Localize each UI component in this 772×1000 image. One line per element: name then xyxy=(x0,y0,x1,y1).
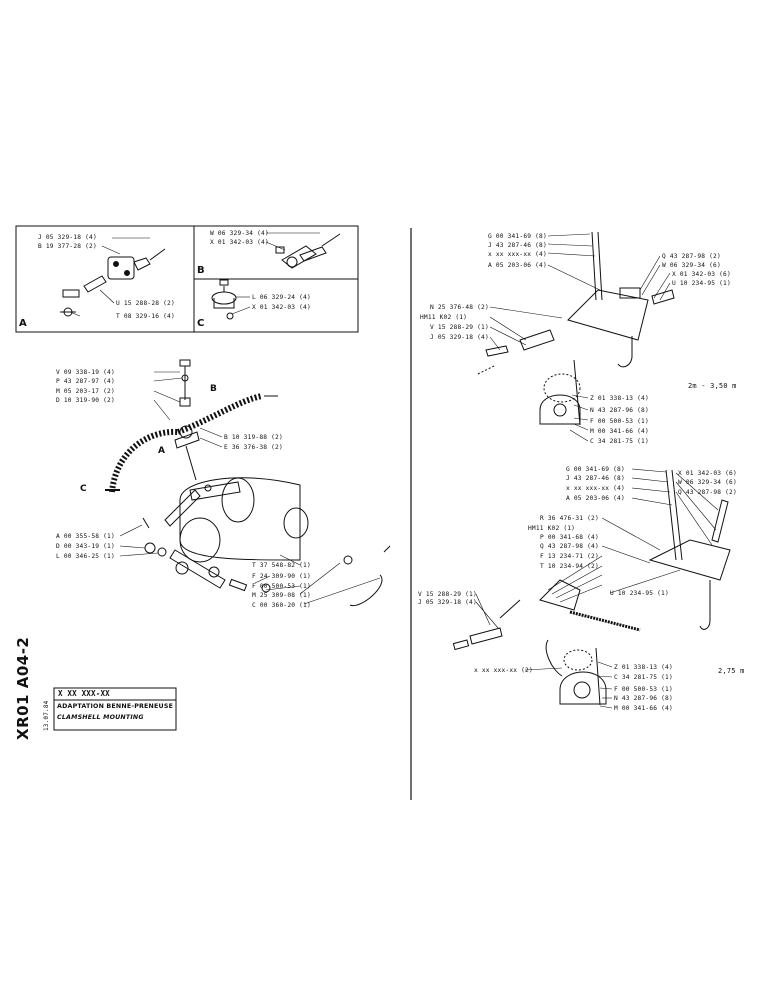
rb-label-left-1: V 15 288-29 (1) xyxy=(418,591,477,598)
callout-b: B xyxy=(210,384,217,394)
left-label-top-3: M 05 203-17 (2) xyxy=(56,388,115,395)
rt-label-left-2: HM11 K02 (1) xyxy=(420,314,468,321)
left-label-right-1: B 10 319-88 (2) xyxy=(224,434,283,441)
left-label-mid-3: L 00 346-25 (1) xyxy=(56,553,115,560)
part-number: X XX XXX-XX xyxy=(58,689,110,698)
inset-a-letter: A xyxy=(19,318,27,329)
rb-label-bottom-2: C 34 281-75 (1) xyxy=(614,674,673,681)
rb-label-x: x xx xxx-xx (2) xyxy=(474,667,533,674)
rt-label-left-4: J 05 329-18 (4) xyxy=(430,334,489,341)
rt-label-bottom-4: M 00 341-66 (4) xyxy=(590,428,649,435)
rt-label-bottom-2: N 43 287-96 (8) xyxy=(590,407,649,414)
inset-b-label-2: X 01 342-03 (4) xyxy=(210,239,269,246)
hose-left xyxy=(109,428,179,493)
left-label-top-2: P 43 287-97 (4) xyxy=(56,378,115,385)
callout-c: C xyxy=(80,484,87,494)
left-label-bottom-4: M 25 309-08 (1) xyxy=(252,592,311,599)
rb-label-top-2: J 43 287-46 (8) xyxy=(566,475,625,482)
left-label-mid-2: D 00 343-19 (1) xyxy=(56,543,115,550)
rb-dimension: 2,75 m xyxy=(718,667,745,675)
rt-label-bottom-5: C 34 281-75 (1) xyxy=(590,438,649,445)
inset-c-letter: C xyxy=(197,318,205,329)
rt-dimension: 2m - 3,50 m xyxy=(688,382,737,390)
rt-label-tr-2: W 06 329-34 (6) xyxy=(662,262,721,269)
rb-label-bottom-1: Z 01 338-13 (4) xyxy=(614,664,673,671)
rb-label-mid-4: Q 43 287-98 (4) xyxy=(540,543,599,550)
left-label-bottom-2: F 24 309-90 (1) xyxy=(252,573,311,580)
inset-a-label-4: T 08 329-16 (4) xyxy=(116,313,175,320)
inset-a-label-2: B 19 377-28 (2) xyxy=(38,243,97,250)
rb-label-mid-5: F 13 234-71 (2) xyxy=(540,553,599,560)
rt-label-tr-4: U 10 234-95 (1) xyxy=(672,280,731,287)
rb-label-top-3: x xx xxx-xx (4) xyxy=(566,485,625,492)
left-label-top-4: D 10 319-90 (2) xyxy=(56,397,115,404)
inset-b-label-1: W 06 329-34 (4) xyxy=(210,230,269,237)
rb-label-mid-6: T 10 234-94 (2) xyxy=(540,563,599,570)
rt-label-left-3: V 15 288-29 (1) xyxy=(430,324,489,331)
drawing-code: XR01 A04-2 xyxy=(14,636,32,740)
rt-label-top-4: A 05 203-06 (4) xyxy=(488,262,547,269)
callout-a: A xyxy=(158,446,165,456)
inset-c-label-1: L 06 329-24 (4) xyxy=(252,294,311,301)
rb-label-bottom-3: F 00 500-53 (1) xyxy=(614,686,673,693)
rb-label-bottom-5: M 00 341-66 (4) xyxy=(614,705,673,712)
drawing-date: 13.07.84 xyxy=(43,700,50,732)
left-label-right-2: E 36 376-38 (2) xyxy=(224,444,283,451)
left-label-bottom-5: C 00 360-20 (1) xyxy=(252,602,311,609)
left-label-bottom-3: F 00 500-53 (1) xyxy=(252,583,311,590)
rb-label-top-4: A 05 203-06 (4) xyxy=(566,495,625,502)
rb-label-top-1: G 00 341-69 (8) xyxy=(566,466,625,473)
title-fr: ADAPTATION BENNE-PRENEUSE xyxy=(57,703,174,710)
rt-label-top-2: J 43 287-46 (8) xyxy=(488,242,547,249)
left-label-top-1: V 09 338-19 (4) xyxy=(56,369,115,376)
rb-label-tr-2: W 06 329-34 (6) xyxy=(678,479,737,486)
title-block-frame xyxy=(53,687,177,731)
rt-label-tr-1: Q 43 287-98 (2) xyxy=(662,253,721,260)
inset-c-label-2: X 01 342-03 (4) xyxy=(252,304,311,311)
left-label-mid-1: A 00 355-58 (1) xyxy=(56,533,115,540)
rb-label-tr-1: X 01 342-03 (6) xyxy=(678,470,737,477)
hose-right xyxy=(176,393,263,435)
rt-label-tr-3: X 01 342-03 (6) xyxy=(672,271,731,278)
rt-label-left-1: N 25 376-48 (2) xyxy=(430,304,489,311)
rt-label-top-1: G 00 341-69 (8) xyxy=(488,233,547,240)
rb-label-tr-3: Q 43 287-98 (2) xyxy=(678,489,737,496)
rt-label-top-3: x xx xxx-xx (4) xyxy=(488,251,547,258)
inset-a-label-1: J 05 329-18 (4) xyxy=(38,234,97,241)
rt-label-bottom-3: F 00 500-53 (1) xyxy=(590,418,649,425)
rb-label-mid-2: HM11 K02 (1) xyxy=(528,525,576,532)
inset-b-letter: B xyxy=(197,265,205,276)
rt-label-bottom-1: Z 01 338-13 (4) xyxy=(590,395,649,402)
rb-label-mid-1: R 36 476-31 (2) xyxy=(540,515,599,522)
rb-label-mid-3: P 00 341-68 (4) xyxy=(540,534,599,541)
rb-label-u: U 10 234-95 (1) xyxy=(610,590,669,597)
inset-a-label-3: U 15 288-28 (2) xyxy=(116,300,175,307)
rb-label-bottom-4: N 43 287-96 (8) xyxy=(614,695,673,702)
title-en: CLAMSHELL MOUNTING xyxy=(57,714,144,721)
threaded-rod xyxy=(569,610,641,632)
left-label-bottom-1: T 37 548-82 (1) xyxy=(252,562,311,569)
rb-label-left-2: J 05 329-18 (4) xyxy=(418,599,477,606)
